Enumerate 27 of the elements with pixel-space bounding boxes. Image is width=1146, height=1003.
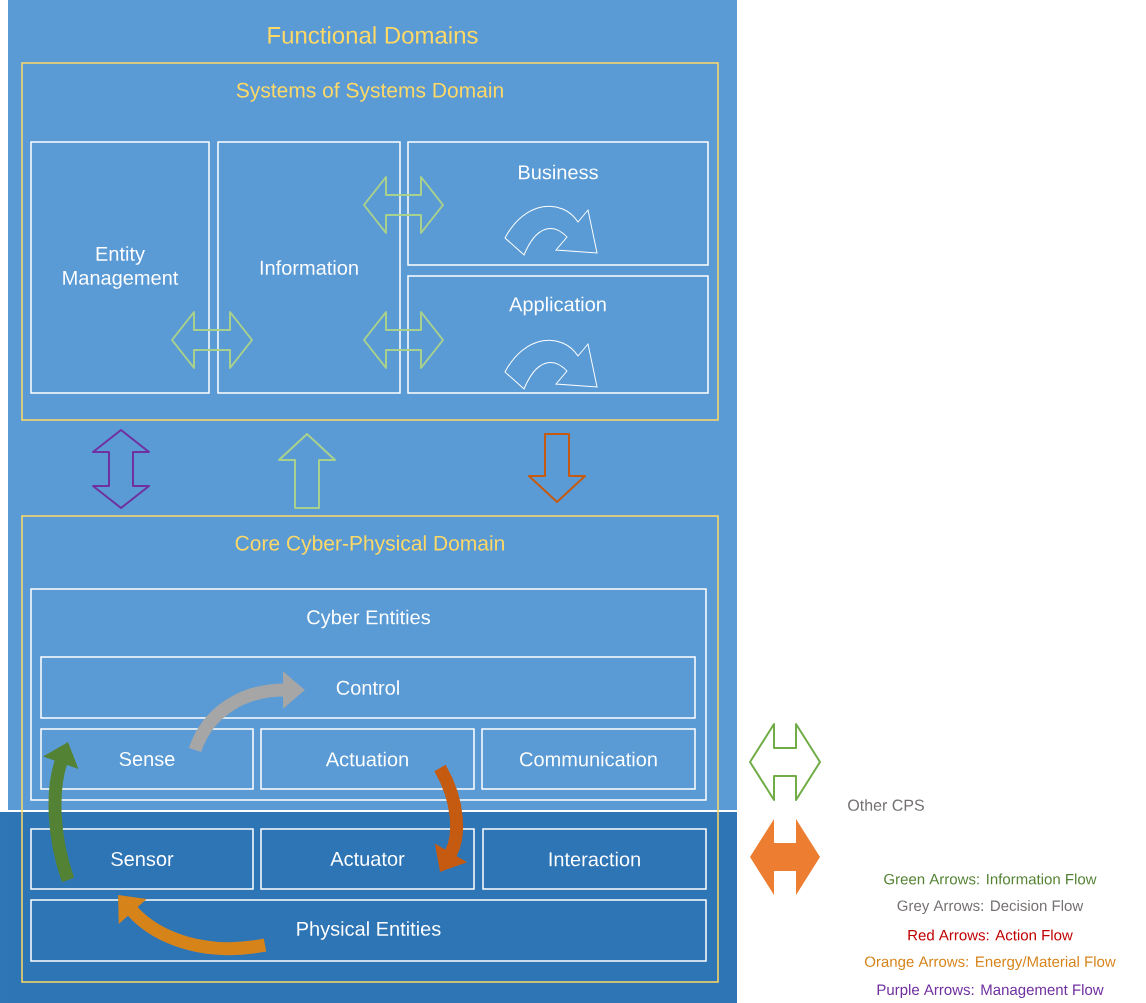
block-arrow — [278, 433, 336, 509]
legend-entry: Orange Arrows: Energy/Material Flow — [865, 956, 1116, 970]
component-box: Business — [407, 141, 709, 266]
block-arrow — [363, 311, 444, 369]
legend-entry: Grey Arrows: Decision Flow — [897, 900, 1084, 914]
component-box: Information — [217, 141, 401, 394]
block-arrow — [171, 311, 253, 369]
legend-entry: Green Arrows: Information Flow — [884, 873, 1097, 885]
component-box: Actuation — [260, 728, 475, 790]
component-box: Interaction — [482, 828, 707, 890]
block-arrow — [749, 723, 821, 801]
legend-entry: Red Arrows: Action Flow — [908, 929, 1073, 941]
block-arrow — [750, 819, 820, 895]
component-box: Actuator — [260, 828, 475, 890]
component-box: Physical Entities — [30, 899, 707, 962]
component-box: Communication — [481, 728, 696, 790]
block-arrow — [92, 429, 150, 509]
component-box: Application — [407, 275, 709, 394]
block-arrow — [363, 176, 444, 234]
component-box: Entity Management — [30, 141, 210, 394]
component-box: Control — [40, 656, 696, 719]
block-arrow — [528, 433, 586, 503]
curved-arrow — [118, 895, 267, 955]
component-box: Sensor — [30, 828, 254, 890]
component-box: Sense — [40, 728, 254, 790]
text-label: Other CPS — [848, 799, 924, 811]
legend-entry: Purple Arrows: Management Flow — [877, 984, 1104, 998]
